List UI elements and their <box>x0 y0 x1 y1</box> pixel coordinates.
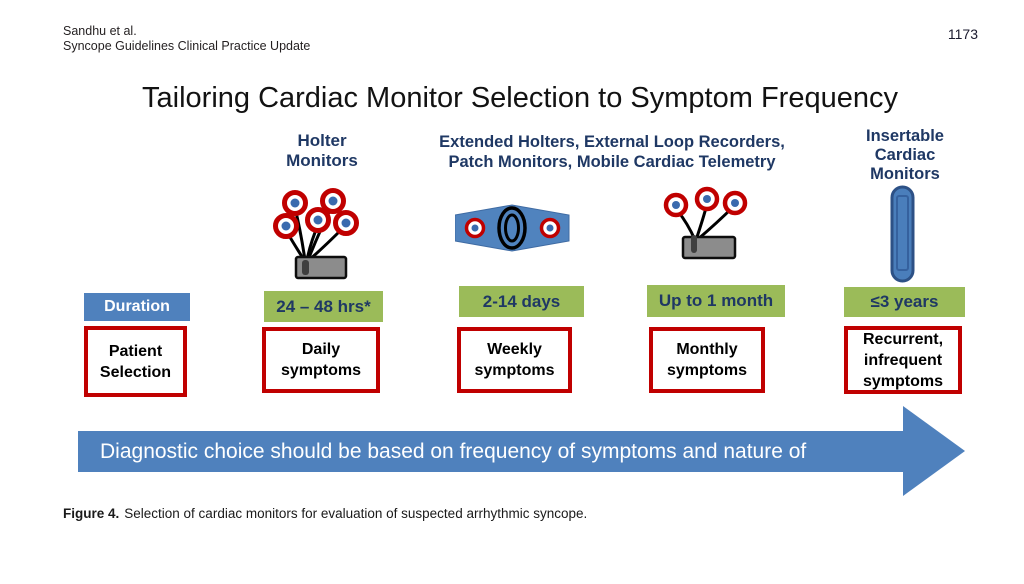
symptoms-recurrent-box: Recurrent, infrequent symptoms <box>844 326 962 394</box>
figure-title: Tailoring Cardiac Monitor Selection to S… <box>142 82 898 114</box>
figure-caption-label: Figure 4. <box>63 506 120 521</box>
symptoms-monthly-box: Monthly symptoms <box>649 327 765 393</box>
running-head: Sandhu et al. Syncope Guidelines Clinica… <box>63 24 310 54</box>
duration-holter: 24 – 48 hrs* <box>264 291 383 322</box>
arrow-head-icon <box>903 406 965 496</box>
holter-monitor-icon <box>273 188 359 280</box>
duration-label-box: Duration <box>84 293 190 321</box>
symptoms-daily-box: Daily symptoms <box>262 327 380 393</box>
figure-caption: Figure 4. Selection of cardiac monitors f… <box>63 506 587 521</box>
header-insertable-monitors: Insertable Cardiac Monitors <box>866 127 944 183</box>
header-extended-monitors: Extended Holters, External Loop Recorder… <box>439 133 785 171</box>
patient-selection-box: Patient Selection <box>84 326 187 397</box>
duration-telemetry: Up to 1 month <box>647 285 785 317</box>
page-number: 1173 <box>947 26 978 42</box>
diagnostic-choice-arrow-text: Diagnostic choice should be based on fre… <box>100 439 807 463</box>
header-holter-monitors: Holter Monitors <box>286 131 358 170</box>
patch-monitor-icon <box>455 204 570 252</box>
mobile-cardiac-telemetry-icon <box>663 186 748 260</box>
duration-insertable: ≤3 years <box>844 287 965 317</box>
symptoms-weekly-box: Weekly symptoms <box>457 327 572 393</box>
duration-extended: 2-14 days <box>459 286 584 317</box>
diagnostic-choice-arrow: Diagnostic choice should be based on fre… <box>78 431 904 472</box>
running-head-title: Syncope Guidelines Clinical Practice Upd… <box>63 39 311 53</box>
insertable-cardiac-monitor-icon <box>890 185 915 283</box>
running-head-authors: Sandhu et al. <box>63 24 137 38</box>
figure-caption-text: Selection of cardiac monitors for evalua… <box>124 506 588 521</box>
